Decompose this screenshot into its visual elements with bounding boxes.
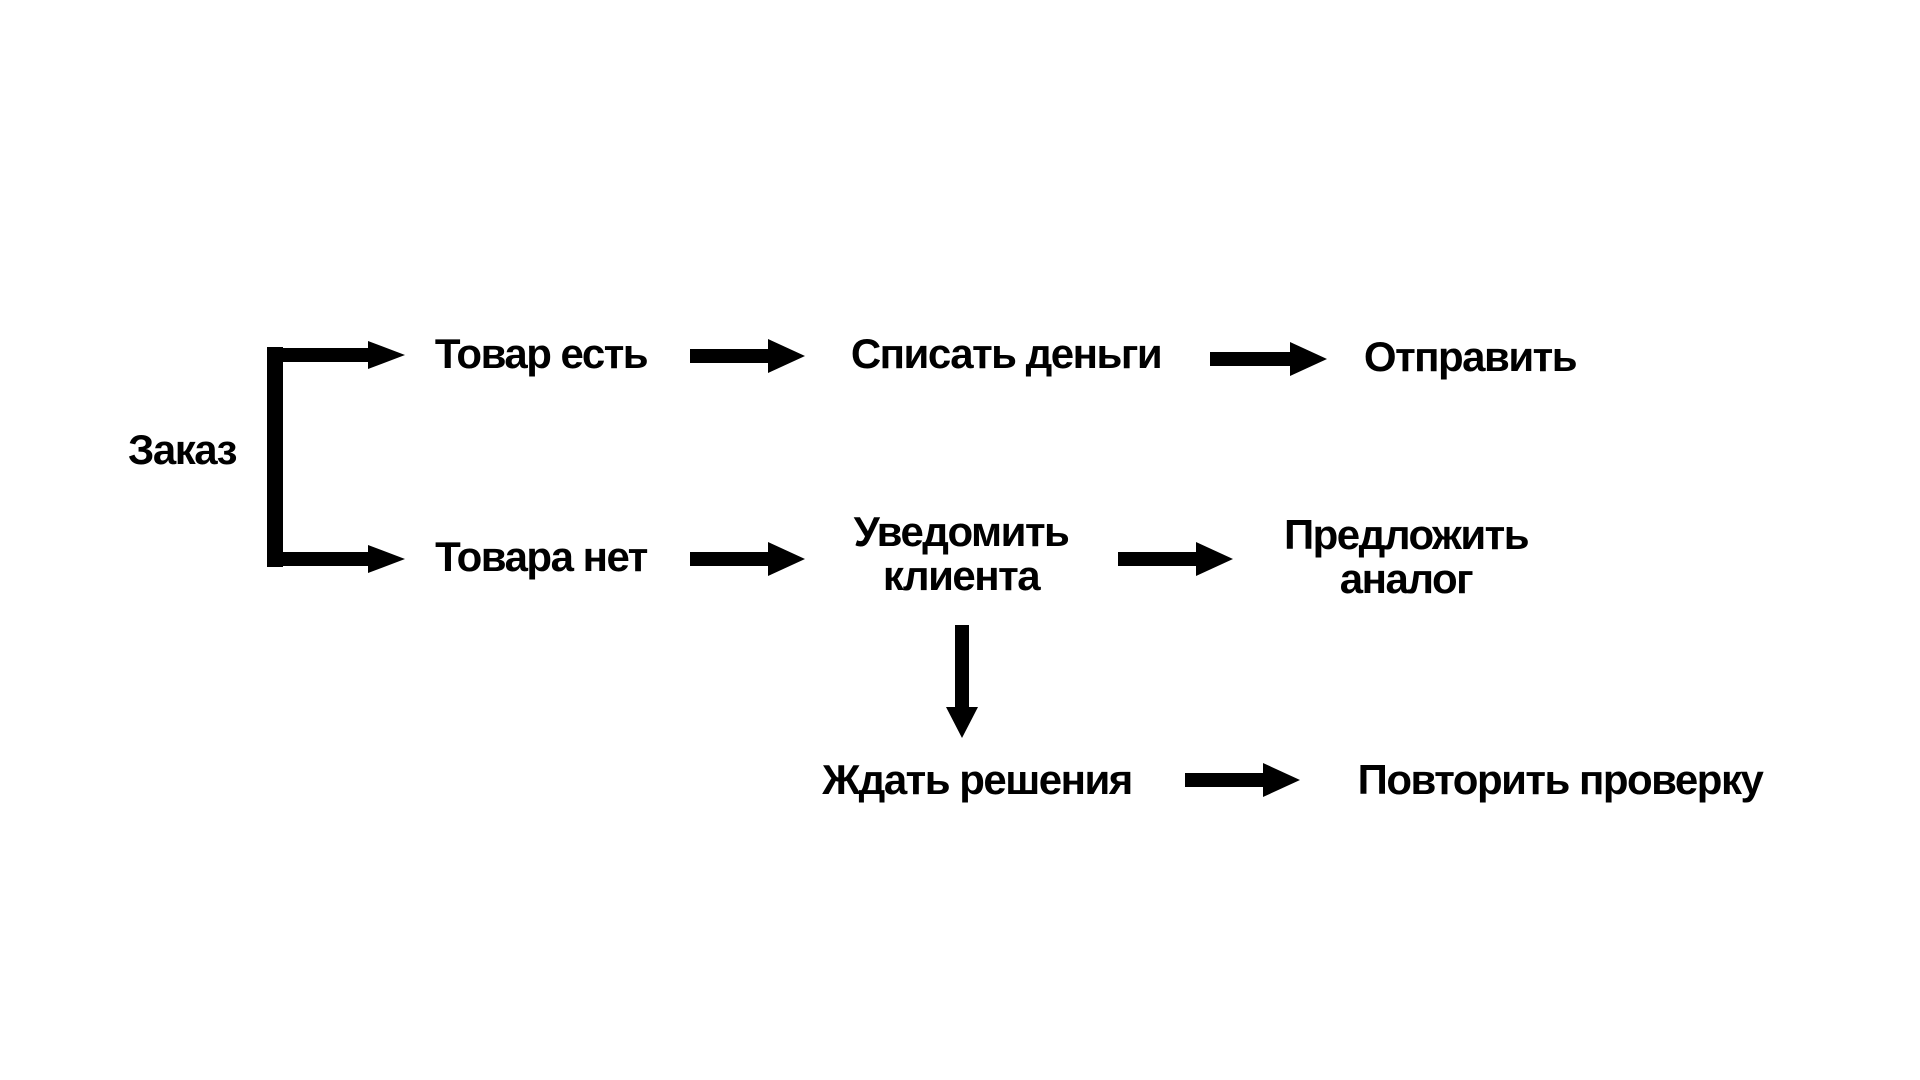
node-in-stock-label: Товар есть <box>434 330 649 377</box>
arrow-await-to-recheck <box>1185 763 1300 797</box>
node-offer-alternative-line-1: Предложить <box>1283 511 1530 558</box>
node-order: Заказ <box>128 426 237 473</box>
arrow-notify-to-offer <box>1118 542 1233 576</box>
node-notify-client-line-1: Уведомить <box>853 508 1070 555</box>
node-ship: Отправить <box>1363 333 1578 380</box>
arrow-to-in-stock <box>368 341 405 369</box>
node-notify-client: Уведомить клиента <box>853 508 1070 599</box>
node-charge-money: Списать деньги <box>850 330 1163 377</box>
arrow-notify-to-await <box>946 625 978 738</box>
node-offer-alternative-line-2: аналог <box>1339 555 1474 602</box>
node-order-label: Заказ <box>128 426 237 473</box>
node-out-of-stock-label: Товара нет <box>435 533 648 580</box>
node-in-stock: Товар есть <box>434 330 649 377</box>
arrow-charge-to-ship <box>1210 342 1327 376</box>
node-offer-alternative: Предложить аналог <box>1283 511 1530 602</box>
node-ship-label: Отправить <box>1363 333 1578 380</box>
node-await-decision-label: Ждать решения <box>822 756 1133 803</box>
node-recheck: Повторить проверку <box>1357 756 1764 803</box>
node-out-of-stock: Товара нет <box>435 533 648 580</box>
node-await-decision: Ждать решения <box>822 756 1133 803</box>
node-charge-money-label: Списать деньги <box>850 330 1163 377</box>
arrow-out-of-stock-to-notify <box>690 542 805 576</box>
node-notify-client-line-2: клиента <box>882 552 1041 599</box>
arrow-in-stock-to-charge <box>690 339 805 373</box>
node-recheck-label: Повторить проверку <box>1357 756 1764 803</box>
arrow-to-out-of-stock <box>368 545 405 573</box>
